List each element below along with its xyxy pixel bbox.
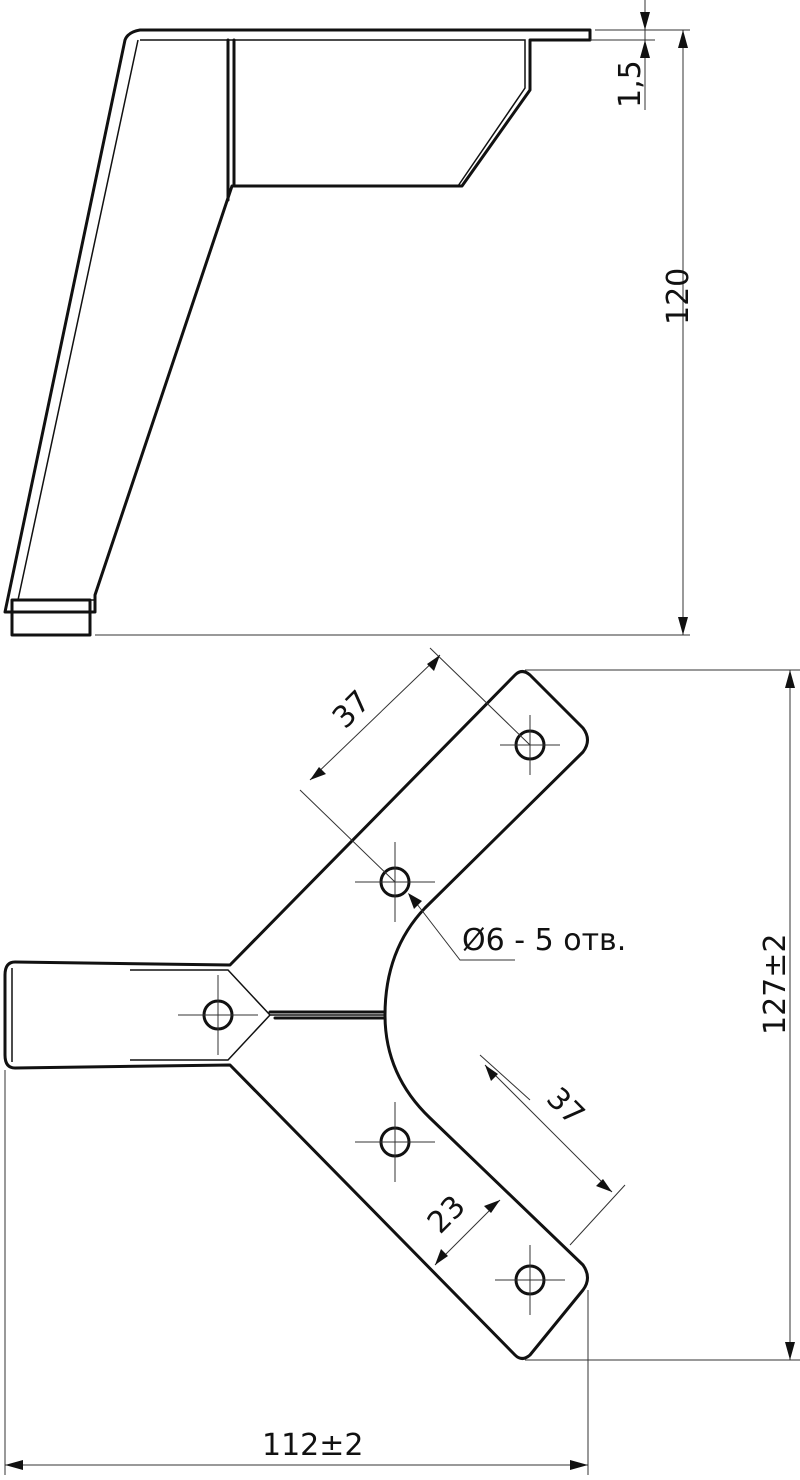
dim-height-label: 120	[661, 268, 696, 325]
hole	[178, 975, 258, 1055]
plate-outline	[3, 670, 589, 1360]
dim-total-height-label: 127±2	[758, 934, 793, 1035]
dim-thickness-label: 1,5	[613, 60, 648, 108]
top-view: 37 37 Ø6 - 5 отв. 23 127±2 112±2	[3, 647, 800, 1475]
leg-outer-outline	[3, 28, 592, 614]
hole	[495, 1245, 565, 1315]
leg-web	[226, 38, 236, 202]
hole-note-label: Ø6 - 5 отв.	[462, 923, 626, 958]
hole	[355, 1102, 435, 1182]
dim-spacing-lower-label: 37	[539, 1081, 591, 1133]
leg-inner-top	[140, 39, 526, 187]
leg-foot	[10, 598, 92, 637]
dim-total-width-label: 112±2	[262, 1428, 363, 1463]
side-view: 1,5 120	[3, 0, 696, 637]
dim-arm-width-label: 23	[421, 1189, 473, 1241]
dim-spacing-upper-label: 37	[326, 684, 378, 736]
plate-bend-lines	[11, 968, 385, 1062]
